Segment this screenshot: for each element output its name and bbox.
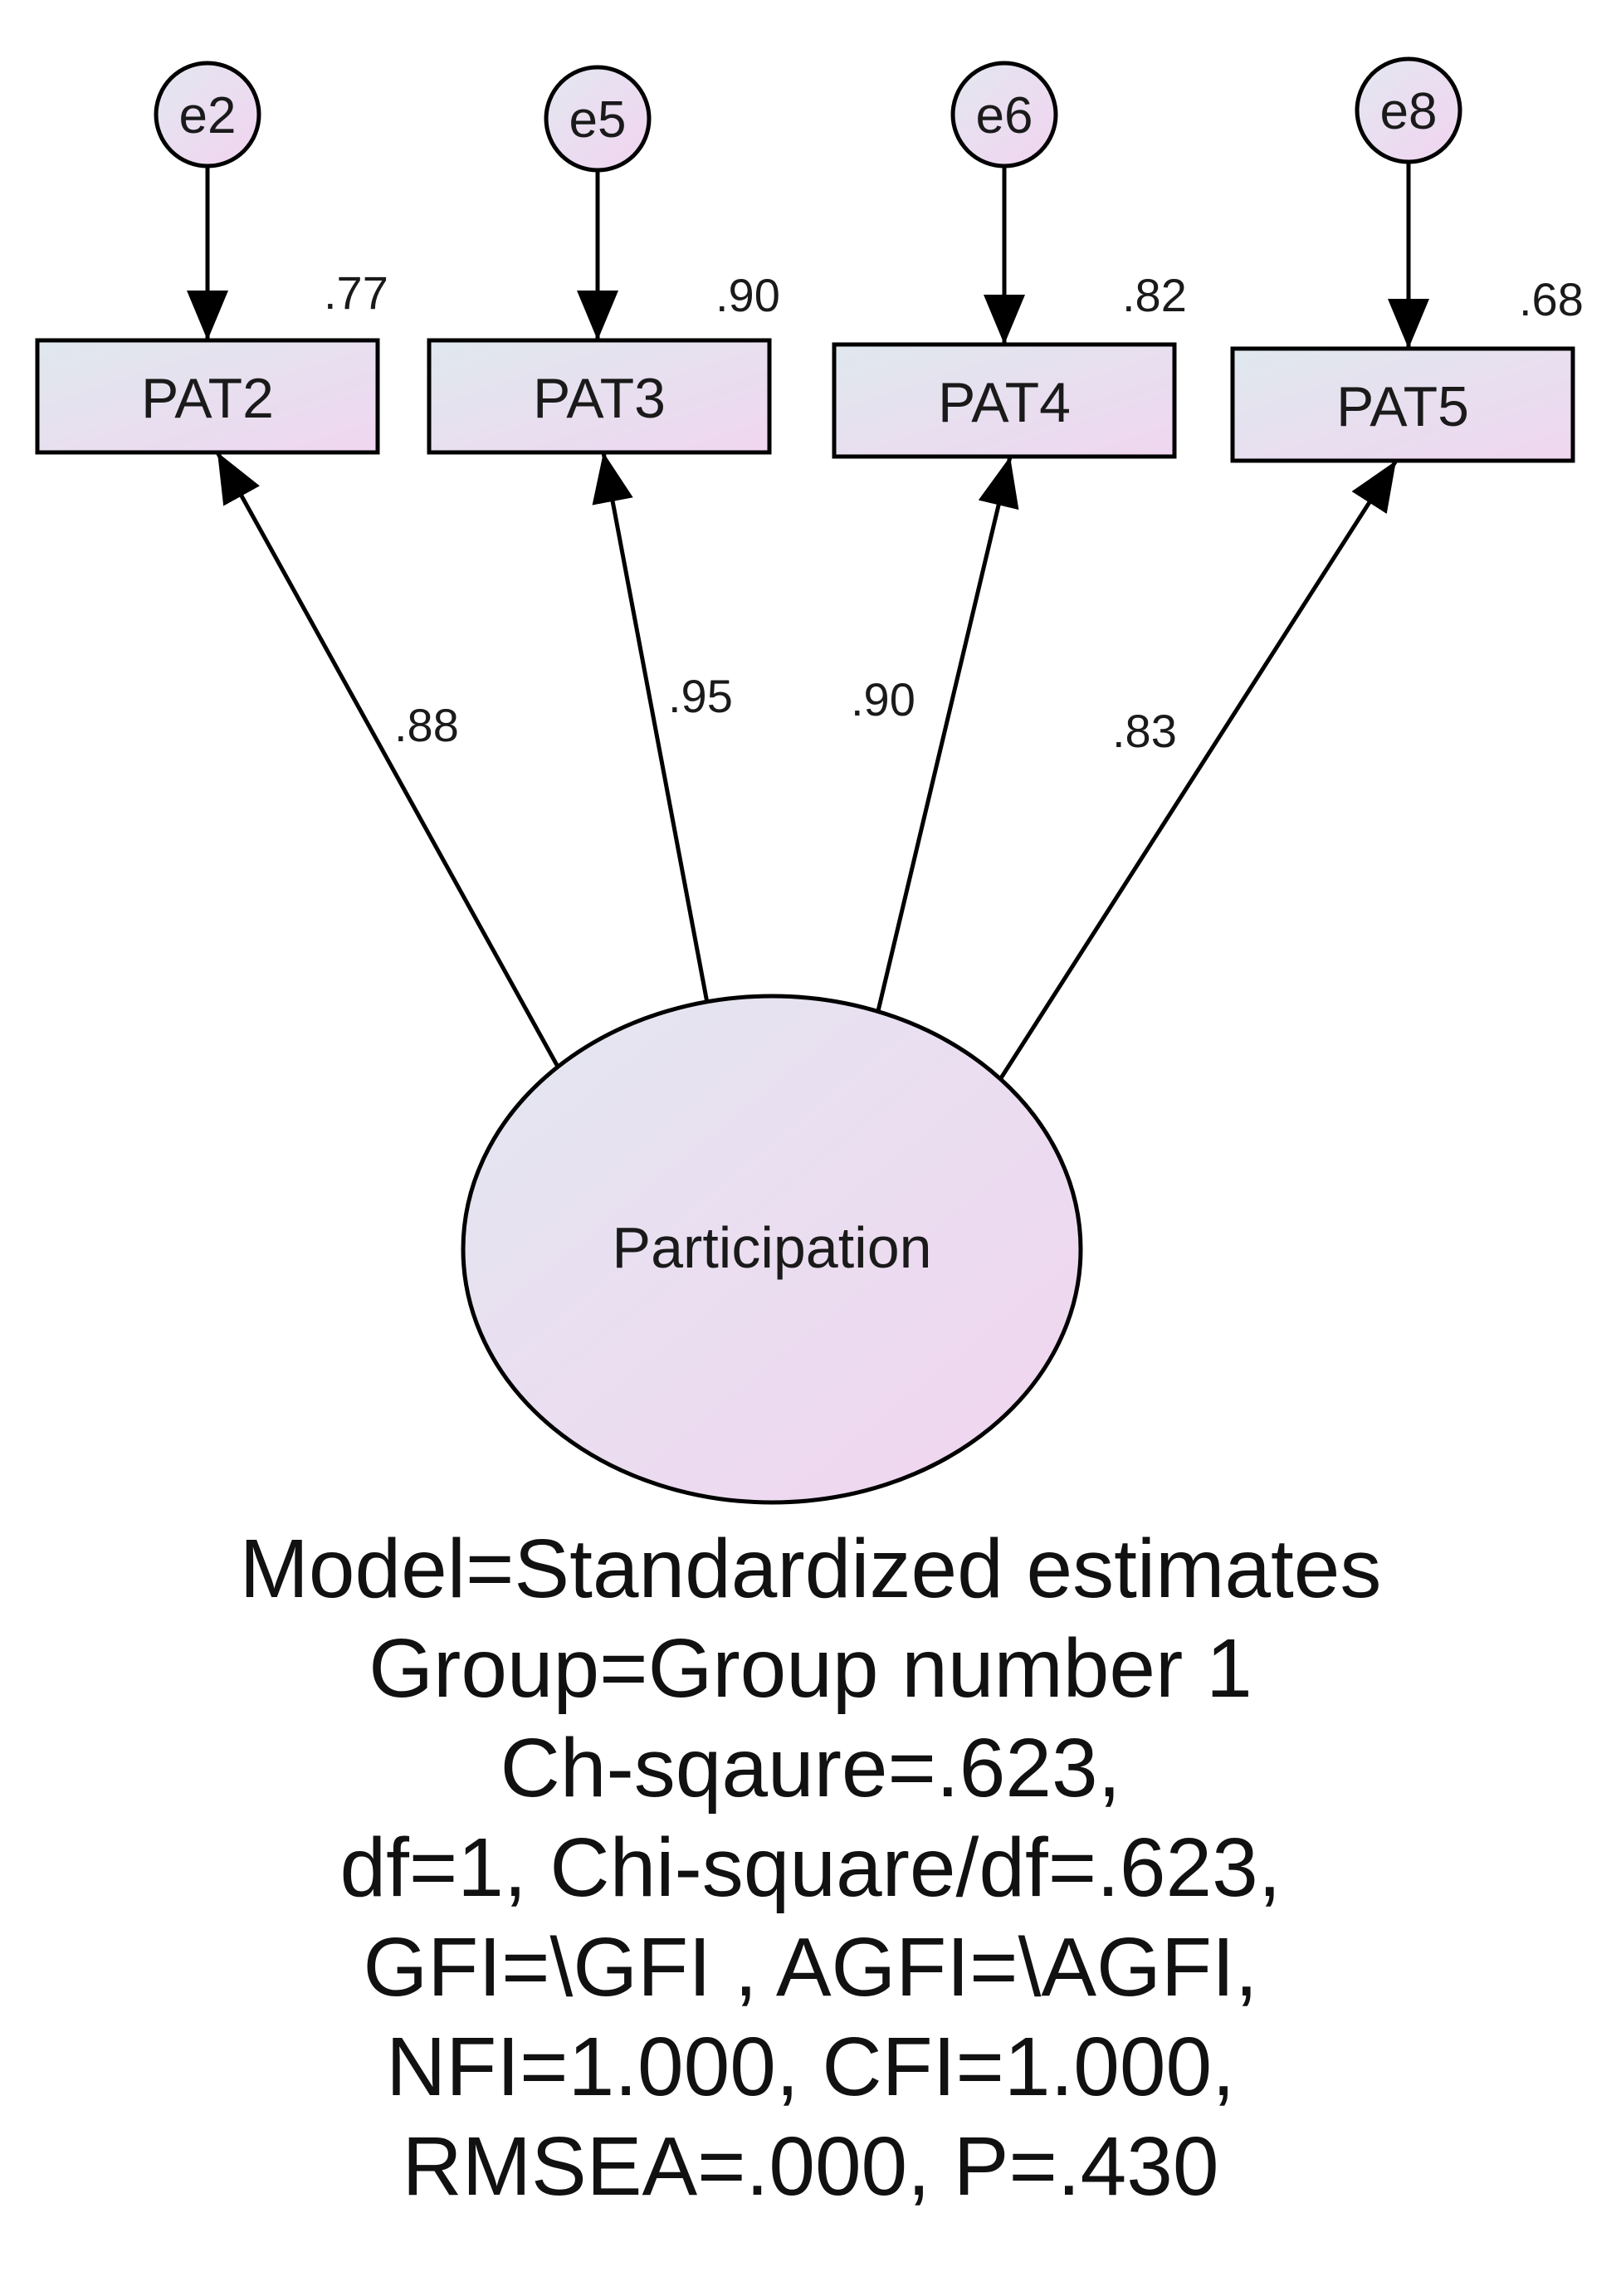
indicator-pat4: PAT4 — [832, 342, 1177, 459]
error-term-e2: e2 — [154, 61, 261, 169]
indicator-label-pat4: PAT4 — [938, 371, 1071, 434]
r2-label-pat5: .68 — [1519, 273, 1584, 325]
indicator-pat5: PAT5 — [1230, 346, 1575, 463]
loading-label-pat4: .90 — [851, 673, 915, 725]
path-diagram: e2 e5 e6 e8 PAT2 PAT3 PAT4 PAT5 .77 .90 … — [35, 56, 1584, 1505]
group-line: Group=Group number 1 — [369, 1622, 1252, 1715]
loading-arrow-pat2 — [215, 451, 560, 1068]
latent-participation: Participation — [461, 994, 1083, 1505]
r2-label-pat4: .82 — [1122, 269, 1187, 321]
chi-square-line: Ch-sqaure=.623, — [500, 1722, 1121, 1815]
rmsea-line: RMSEA=.000, P=.430 — [402, 2120, 1219, 2213]
loading-label-pat3: .95 — [668, 670, 733, 722]
indicator-pat2: PAT2 — [35, 338, 380, 455]
error-label-e8: e8 — [1380, 83, 1438, 140]
error-term-e6: e6 — [950, 61, 1058, 169]
model-summary: Model=Standardized estimates Group=Group… — [0, 1519, 1621, 2216]
indicator-label-pat5: PAT5 — [1336, 375, 1469, 438]
loading-arrow-pat5 — [995, 459, 1399, 1085]
error-label-e2: e2 — [179, 87, 237, 144]
indicator-label-pat2: PAT2 — [141, 367, 274, 430]
loading-arrow-pat3 — [592, 452, 710, 1004]
latent-label: Participation — [612, 1215, 931, 1280]
error-label-e6: e6 — [976, 87, 1033, 144]
model-line: Model=Standardized estimates — [239, 1522, 1382, 1615]
loading-arrow-pat4 — [875, 456, 1019, 1015]
indicator-pat3: PAT3 — [427, 338, 772, 455]
df-line: df=1, Chi-square/df=.623, — [339, 1821, 1282, 1914]
loading-paths — [215, 451, 1399, 1085]
indicator-label-pat3: PAT3 — [533, 367, 666, 430]
r2-label-pat2: .77 — [324, 266, 388, 319]
loading-label-pat2: .88 — [394, 699, 459, 751]
gfi-line: GFI=\GFI , AGFI=\AGFI, — [363, 1921, 1258, 2014]
error-term-e5: e5 — [544, 65, 652, 173]
nfi-cfi-line: NFI=1.000, CFI=1.000, — [386, 2020, 1235, 2113]
error-term-e8: e8 — [1355, 56, 1462, 164]
error-label-e5: e5 — [569, 91, 627, 149]
error-paths — [187, 162, 1429, 349]
r2-label-pat3: .90 — [715, 269, 780, 321]
loading-label-pat5: .83 — [1112, 705, 1177, 757]
